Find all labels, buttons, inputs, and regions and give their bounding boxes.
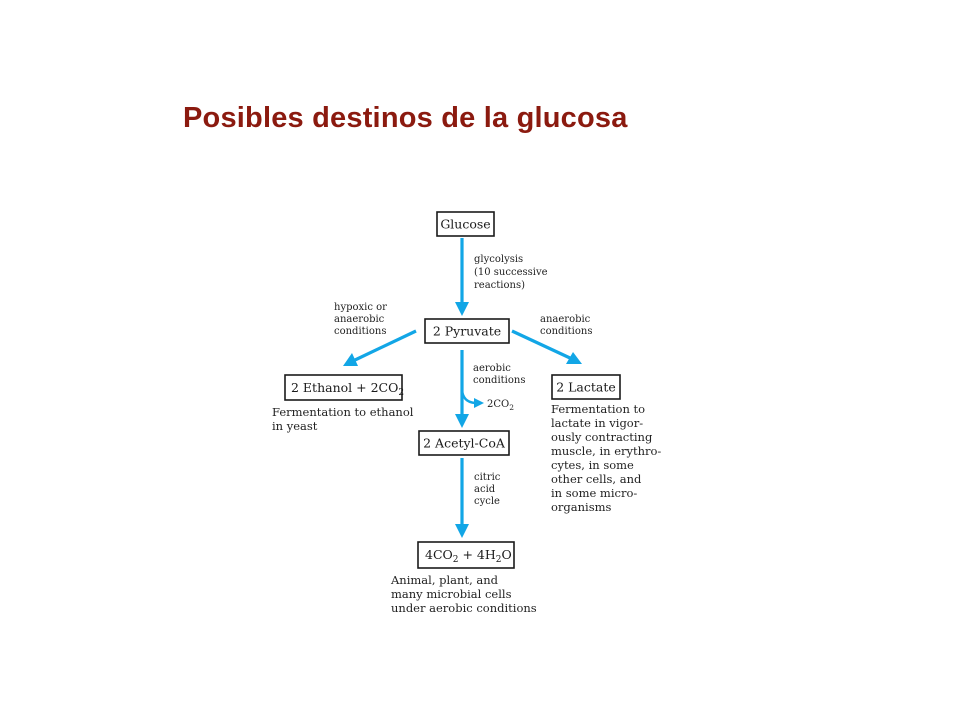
label-glycolysis: glycolysis (10 successive reactions) [474,254,548,291]
node-pyruvate: 2 Pyruvate [424,318,510,344]
desc-final-line: Animal, plant, and [390,573,499,587]
label-hypoxic: hypoxic or anaerobic conditions [334,302,387,337]
desc-lactate-line: muscle, in erythro- [551,444,661,458]
arrow-glycolysis [455,238,469,316]
label-hypoxic-line: hypoxic or [334,302,387,313]
label-glycolysis-line: reactions) [474,280,525,291]
desc-lactate-line: organisms [551,500,612,514]
node-glucose: Glucose [436,211,495,237]
label-glycolysis-line: (10 successive [474,267,548,278]
desc-lactate-line: lactate in vigor- [551,416,643,430]
node-acetyl-coa: 2 Acetyl-CoA [418,430,510,456]
arrow-to-lactate [511,329,582,364]
desc-ethanol-line: Fermentation to ethanol [272,405,414,419]
label-hypoxic-line: conditions [334,326,386,337]
label-citric-line: acid [474,484,496,495]
arrow-aerobic [455,350,469,428]
label-hypoxic-line: anaerobic [334,314,385,325]
label-citric-acid-cycle: citric acid cycle [474,472,501,507]
node-glucose-label: Glucose [440,217,490,232]
desc-ethanol-line: in yeast [272,419,318,433]
desc-lactate-line: other cells, and [551,472,642,486]
node-acetyl-coa-label: 2 Acetyl-CoA [423,436,506,451]
desc-ethanol: Fermentation to ethanol in yeast [272,405,414,433]
node-pyruvate-label: 2 Pyruvate [433,324,501,339]
desc-lactate-line: ously contracting [551,430,653,444]
label-co2: 2CO2 [487,399,514,412]
arrow-to-ethanol [343,329,417,366]
label-aerobic: aerobic conditions [473,363,525,386]
node-ethanol-label: 2 Ethanol + 2CO2 [291,380,404,398]
label-citric-line: citric [474,472,501,483]
label-anaerobic: anaerobic conditions [540,314,592,337]
page-title: Posibles destinos de la glucosa [183,102,628,134]
desc-lactate-line: cytes, in some [551,458,634,472]
node-lactate: 2 Lactate [551,374,621,400]
desc-lactate: Fermentation to lactate in vigor- ously … [551,402,661,514]
arrow-co2-branch [460,389,484,408]
node-lactate-label: 2 Lactate [556,380,616,395]
arrow-citric-acid-cycle [455,458,469,538]
desc-final-products: Animal, plant, and many microbial cells … [390,573,537,615]
node-ethanol: 2 Ethanol + 2CO2 [284,374,404,401]
desc-lactate-line: in some micro- [551,486,637,500]
label-anaerobic-line: anaerobic [540,314,591,325]
node-final-products: 4CO2 + 4H2O [417,541,515,569]
desc-final-line: under aerobic conditions [391,601,537,615]
node-final-products-label: 4CO2 + 4H2O [425,547,512,565]
label-glycolysis-line: glycolysis [474,254,523,265]
desc-lactate-line: Fermentation to [551,402,645,416]
label-aerobic-line: aerobic [473,363,511,374]
label-citric-line: cycle [474,496,500,507]
label-aerobic-line: conditions [473,375,525,386]
desc-final-line: many microbial cells [391,587,512,601]
label-anaerobic-line: conditions [540,326,592,337]
